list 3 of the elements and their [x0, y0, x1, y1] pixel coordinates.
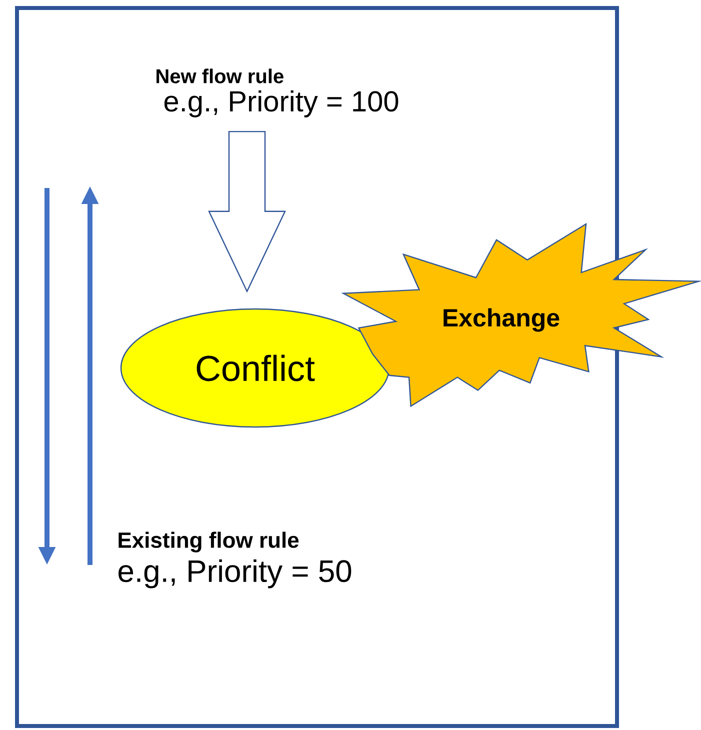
- flow-rule-label: New flow rule e.g., Priority = 100: [156, 68, 398, 118]
- hollow-arrow: [208, 130, 286, 293]
- flow-rule-label: Existing flow rule e.g., Priority = 50: [118, 532, 352, 588]
